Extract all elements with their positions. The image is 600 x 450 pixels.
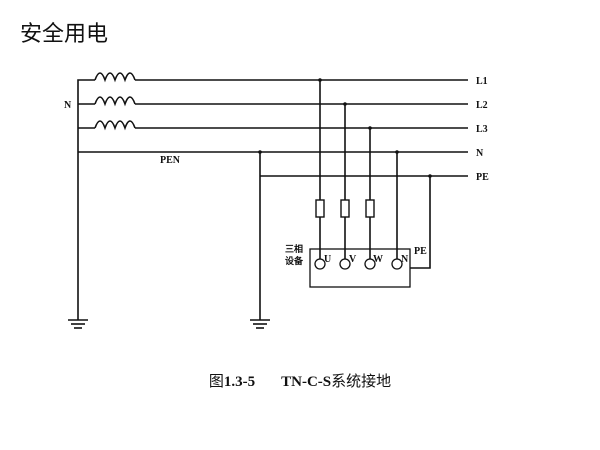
label-equipment-line1: 三相 — [285, 243, 303, 255]
transformer-coil-l1 — [94, 72, 136, 83]
caption-title-text: 系统接地 — [331, 374, 392, 390]
caption-figure-number: 1.3-5 — [223, 374, 256, 390]
label-pen: PEN — [160, 155, 181, 166]
tn-c-s-grounding-diagram: N PEN L1 L2 L3 N PE 三相 设备 U V W N PE — [64, 72, 489, 329]
label-l1: L1 — [476, 76, 488, 87]
label-l3: L3 — [476, 124, 488, 135]
label-equipment-pe: PE — [414, 246, 427, 257]
caption-figure-label: 图 — [208, 374, 224, 390]
fuse-v — [340, 199, 350, 218]
junction-n — [395, 150, 399, 154]
terminal-u — [314, 258, 326, 270]
label-equipment-line2: 设备 — [285, 255, 304, 267]
label-l2: L2 — [476, 100, 488, 111]
junction-l3-w — [368, 126, 372, 130]
figure-caption: 图1.3-5 TN-C-S系统接地 — [0, 370, 600, 391]
junction-l2-v — [343, 102, 347, 106]
ground-symbol-source — [68, 319, 88, 329]
terminal-v — [339, 258, 351, 270]
label-n: N — [476, 148, 484, 159]
ground-symbol-pe — [250, 319, 270, 329]
terminal-w — [364, 258, 376, 270]
fuse-u — [315, 199, 325, 218]
pe-to-enclosure — [410, 176, 431, 269]
junction-l1-u — [318, 78, 322, 82]
label-terminal-v: V — [349, 254, 357, 265]
label-terminal-n: N — [401, 254, 409, 265]
neutral-star-bus — [77, 79, 95, 320]
junction-pen-split — [258, 150, 262, 154]
label-terminal-w: W — [373, 254, 383, 265]
terminal-n — [391, 258, 403, 270]
page-title: 安全用电 — [20, 22, 109, 47]
transformer-coil-l2 — [94, 96, 136, 107]
junction-pe — [428, 174, 432, 178]
fuse-w — [365, 199, 375, 218]
label-neutral-point: N — [64, 100, 72, 111]
label-pe: PE — [476, 172, 489, 183]
transformer-coil-l3 — [94, 120, 136, 131]
label-terminal-u: U — [324, 254, 331, 265]
caption-system-name: TN-C-S — [281, 374, 332, 390]
